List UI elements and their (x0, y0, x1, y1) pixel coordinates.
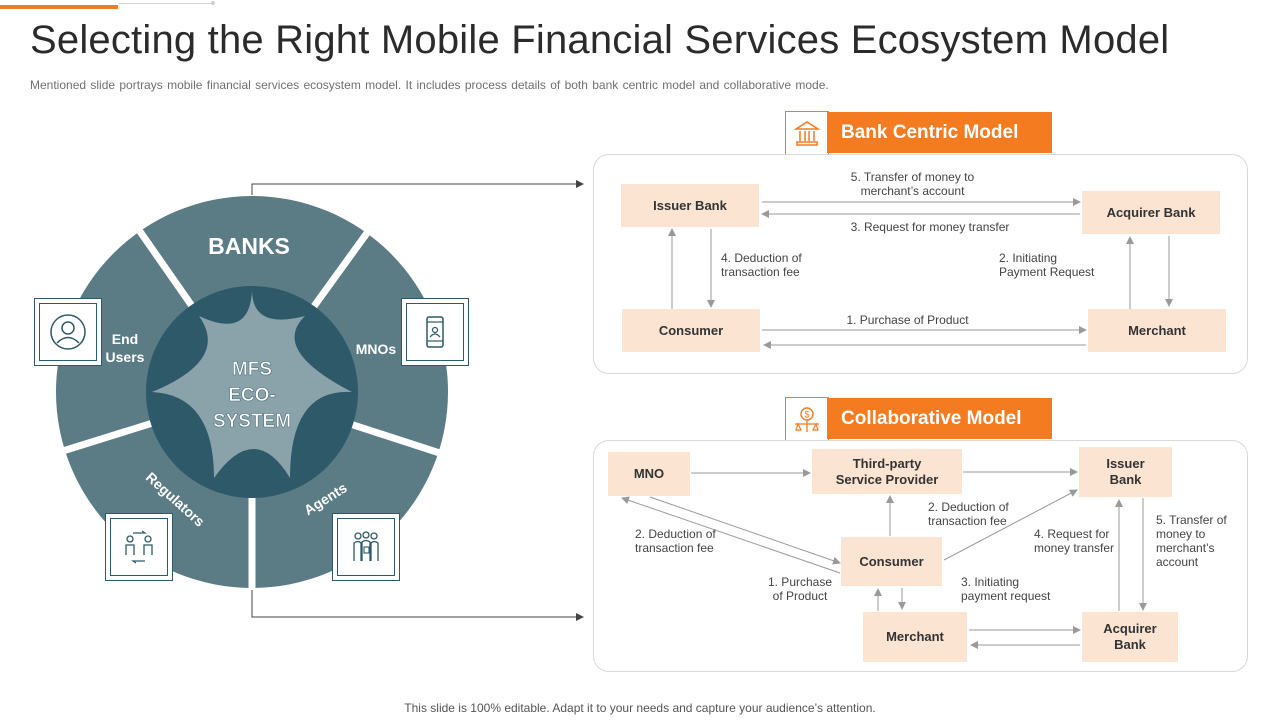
money-balance-icon: $ (795, 407, 819, 432)
arrowhead-bank-centric (576, 180, 584, 188)
wheel-label-banks: BANKS (208, 233, 290, 259)
cm-transfer-label: 5. Transfer of money to merchant’s accou… (1156, 513, 1227, 569)
bc-step2-label: 2. Initiating Payment Request (999, 251, 1094, 279)
arrowhead-collaborative (576, 613, 584, 621)
wheel-label-mnos: MNOs (356, 341, 397, 357)
bank-building-icon (793, 121, 821, 146)
cm-third-party-line1: Third-party (852, 455, 922, 471)
top-accent-bar (0, 5, 118, 9)
cm-issuer-line1: Issuer (1106, 456, 1145, 471)
cm-deduction-left-line1: 2. Deduction of (635, 527, 716, 541)
bc-step2-line2: Payment Request (999, 265, 1095, 279)
cm-issuer-line2: Bank (1109, 472, 1142, 487)
cm-acquirer-line2: Bank (1114, 637, 1146, 652)
collaborative-title: Collaborative Model (827, 398, 1052, 439)
agents-card (332, 513, 400, 581)
cm-transfer-line1: 5. Transfer of (1156, 513, 1227, 527)
cm-deduction-left-label: 2. Deduction of transaction fee (635, 527, 716, 555)
wheel-label-end-users-2: Users (106, 349, 145, 365)
arrow-consumer-to-mno (621, 496, 841, 574)
bc-step4-label: 4. Deduction of transaction fee (721, 251, 802, 279)
user-icon (50, 314, 86, 350)
wheel-label-end-users-1: End (112, 331, 138, 347)
mobile-phone-icon (426, 316, 444, 348)
cm-initiating-line2: payment request (961, 589, 1051, 603)
cm-third-party-box: Third-party Service Provider (812, 449, 962, 494)
bc-step4-line2: transaction fee (721, 265, 800, 279)
page-title: Selecting the Right Mobile Financial Ser… (30, 18, 1170, 62)
cm-deduction-mid-line2: transaction fee (928, 514, 1007, 528)
wheel-center-label-2: ECO- (228, 385, 276, 406)
cm-issuer-bank-box: Issuer Bank (1079, 447, 1172, 497)
cm-deduction-mid-label: 2. Deduction of transaction fee (928, 500, 1009, 528)
cm-initiating-label: 3. Initiating payment request (961, 575, 1050, 603)
bc-consumer-box: Consumer (622, 309, 760, 352)
arrow-consumer-to-issuer (943, 489, 1078, 561)
cm-merchant-box: Merchant (863, 612, 967, 662)
wheel-center-star (152, 290, 352, 478)
bc-step3-label: 3. Request for money transfer (850, 220, 1010, 234)
mnos-card (401, 298, 469, 366)
wheel-center-label-3: SYSTEM (213, 411, 291, 432)
cm-deduction-left-line2: transaction fee (635, 541, 714, 555)
bc-acquirer-bank-box: Acquirer Bank (1082, 191, 1220, 234)
wheel-connectors (251, 183, 578, 618)
cm-consumer-box: Consumer (841, 537, 942, 586)
cm-purchase-line1: 1. Purchase (767, 575, 833, 589)
regulators-card (105, 513, 173, 581)
top-accent-dot (211, 1, 215, 5)
cm-mno-box: MNO (608, 452, 690, 496)
people-exchange-icon (125, 530, 153, 564)
cm-purchase-line2: of Product (772, 589, 828, 603)
bc-step2-line1: 2. Initiating (999, 251, 1058, 265)
bc-step5-line2: merchant’s account (860, 184, 965, 198)
cm-transfer-line4: account (1156, 555, 1199, 569)
cm-purchase-label: 1. Purchase of Product (760, 575, 840, 603)
end-users-card (34, 298, 102, 366)
arrow-mno-to-consumer (649, 496, 841, 565)
cm-deduction-mid-line1: 2. Deduction of (928, 500, 1009, 514)
agents-group-icon (353, 531, 379, 561)
cm-request-money-line2: money transfer (1034, 541, 1115, 555)
bc-step4-line1: 4. Deduction of (721, 251, 802, 265)
cm-acquirer-line1: Acquirer (1103, 621, 1157, 636)
ecosystem-wheel: BANKS End Users MNOs Regulators Agents M… (48, 180, 584, 621)
wheel-center-label-1: MFS (232, 359, 272, 380)
bc-step1-label: 1. Purchase of Product (846, 313, 969, 327)
bc-issuer-bank-box: Issuer Bank (621, 184, 759, 227)
cm-request-money-label: 4. Request for money transfer (1034, 527, 1114, 555)
connector-to-collaborative (251, 590, 578, 618)
cm-initiating-line1: 3. Initiating (961, 575, 1020, 589)
cm-transfer-line3: merchant’s (1156, 541, 1215, 555)
footer-note: This slide is 100% editable. Adapt it to… (404, 701, 876, 715)
cm-transfer-line2: money to (1156, 527, 1206, 541)
bc-step5-line1: 5. Transfer of money to (850, 170, 975, 184)
cm-third-party-line2: Service Provider (835, 471, 939, 487)
top-accent-line (118, 3, 213, 4)
cm-request-money-line1: 4. Request for (1034, 527, 1110, 541)
bank-building-icon-card (785, 111, 829, 155)
bank-centric-title: Bank Centric Model (827, 112, 1052, 153)
svg-text:$: $ (804, 410, 809, 420)
page-subtitle: Mentioned slide portrays mobile financia… (30, 78, 829, 92)
bc-merchant-box: Merchant (1088, 309, 1226, 352)
bc-step5-label: 5. Transfer of money to merchant’s accou… (830, 170, 995, 198)
cm-acquirer-bank-box: Acquirer Bank (1082, 612, 1178, 662)
connector-to-bank-centric (251, 183, 578, 195)
